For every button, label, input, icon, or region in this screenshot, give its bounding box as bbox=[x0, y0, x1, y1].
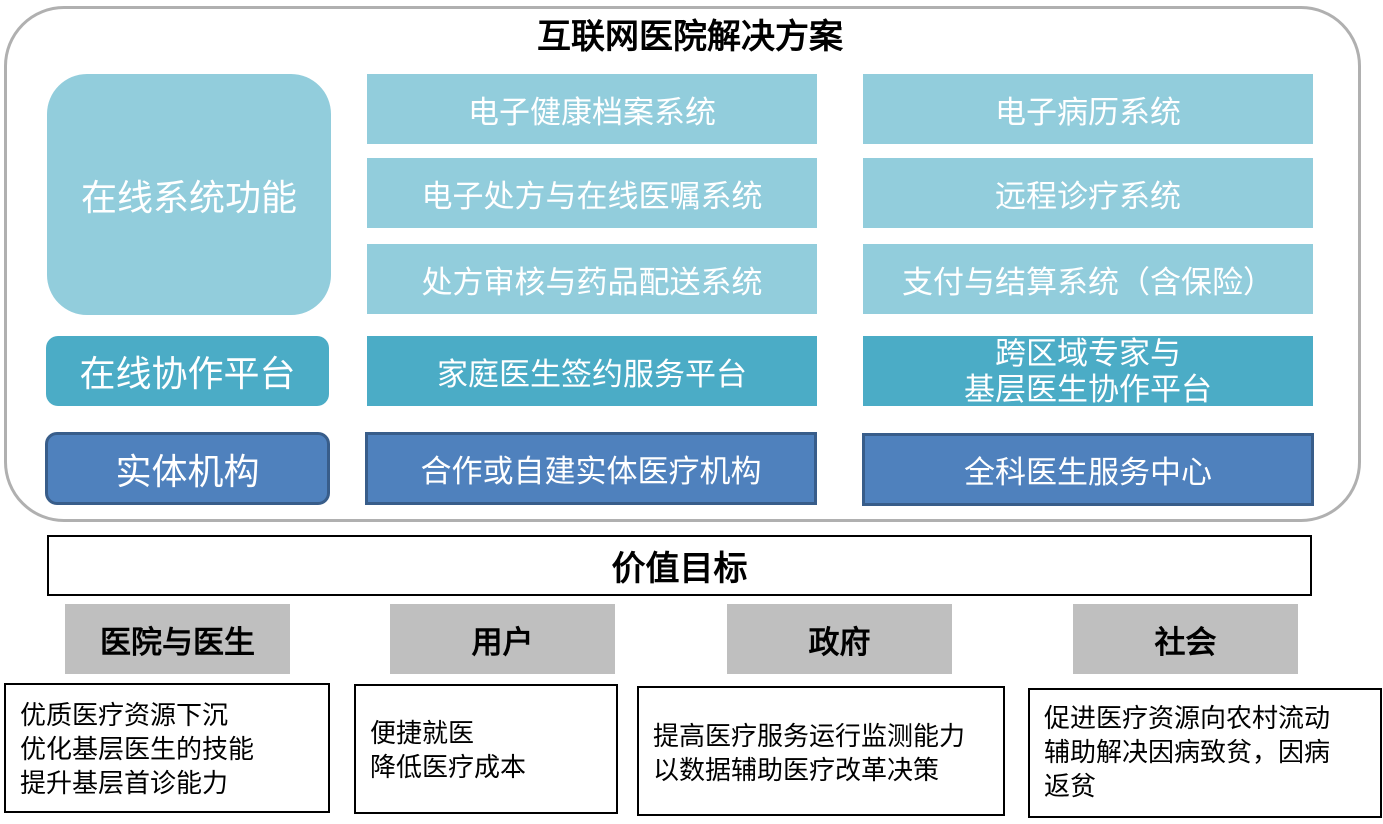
stakeholder-header: 医院与医生 bbox=[65, 604, 290, 674]
description-line: 辅助解决因病致贫，因病 bbox=[1044, 738, 1331, 768]
stakeholder-header: 用户 bbox=[390, 604, 615, 674]
online-system-item: 电子病历系统 bbox=[863, 74, 1313, 144]
value-target-bar: 价值目标 bbox=[47, 535, 1312, 596]
description-line: 便捷就医 bbox=[370, 719, 475, 749]
collab-platform-item: 跨区域专家与 基层医生协作平台 bbox=[863, 336, 1313, 406]
description-line: 提升基层首诊能力 bbox=[20, 769, 229, 799]
stakeholder-header: 社会 bbox=[1073, 604, 1298, 674]
collab-platform-item-line: 跨区域专家与 bbox=[995, 336, 1181, 372]
description-line: 降低医疗成本 bbox=[370, 753, 527, 783]
description-line: 返贫 bbox=[1044, 772, 1097, 802]
description-line: 提高医疗服务运行监测能力 bbox=[653, 722, 966, 752]
diagram-title: 互联网医院解决方案 bbox=[537, 17, 843, 57]
stakeholder-description: 便捷就医 降低医疗成本 bbox=[354, 684, 618, 814]
collab-platform-label: 在线协作平台 bbox=[46, 336, 329, 406]
description-line: 优质医疗资源下沉 bbox=[20, 701, 229, 731]
stakeholder-header: 政府 bbox=[727, 604, 952, 674]
description-line: 促进医疗资源向农村流动 bbox=[1044, 704, 1331, 734]
entity-label: 实体机构 bbox=[45, 432, 330, 505]
description-line: 以数据辅助医疗改革决策 bbox=[653, 756, 940, 786]
solution-frame bbox=[4, 6, 1361, 522]
online-system-item: 电子处方与在线医嘱系统 bbox=[367, 158, 817, 228]
online-system-item: 处方审核与药品配送系统 bbox=[367, 244, 817, 314]
stakeholder-description: 提高医疗服务运行监测能力 以数据辅助医疗改革决策 bbox=[637, 686, 1005, 816]
online-system-item: 远程诊疗系统 bbox=[863, 158, 1313, 228]
online-system-item: 支付与结算系统（含保险） bbox=[863, 244, 1313, 314]
online-system-label: 在线系统功能 bbox=[47, 74, 331, 315]
description-line: 优化基层医生的技能 bbox=[20, 735, 255, 765]
stakeholder-description: 促进医疗资源向农村流动 辅助解决因病致贫，因病 返贫 bbox=[1028, 688, 1382, 818]
entity-item: 全科医生服务中心 bbox=[862, 433, 1314, 506]
stakeholder-description: 优质医疗资源下沉 优化基层医生的技能 提升基层首诊能力 bbox=[4, 683, 330, 813]
collab-platform-item-line: 基层医生协作平台 bbox=[964, 372, 1212, 406]
online-system-item: 电子健康档案系统 bbox=[367, 74, 817, 144]
entity-item: 合作或自建实体医疗机构 bbox=[365, 432, 817, 505]
collab-platform-item: 家庭医生签约服务平台 bbox=[367, 336, 817, 406]
